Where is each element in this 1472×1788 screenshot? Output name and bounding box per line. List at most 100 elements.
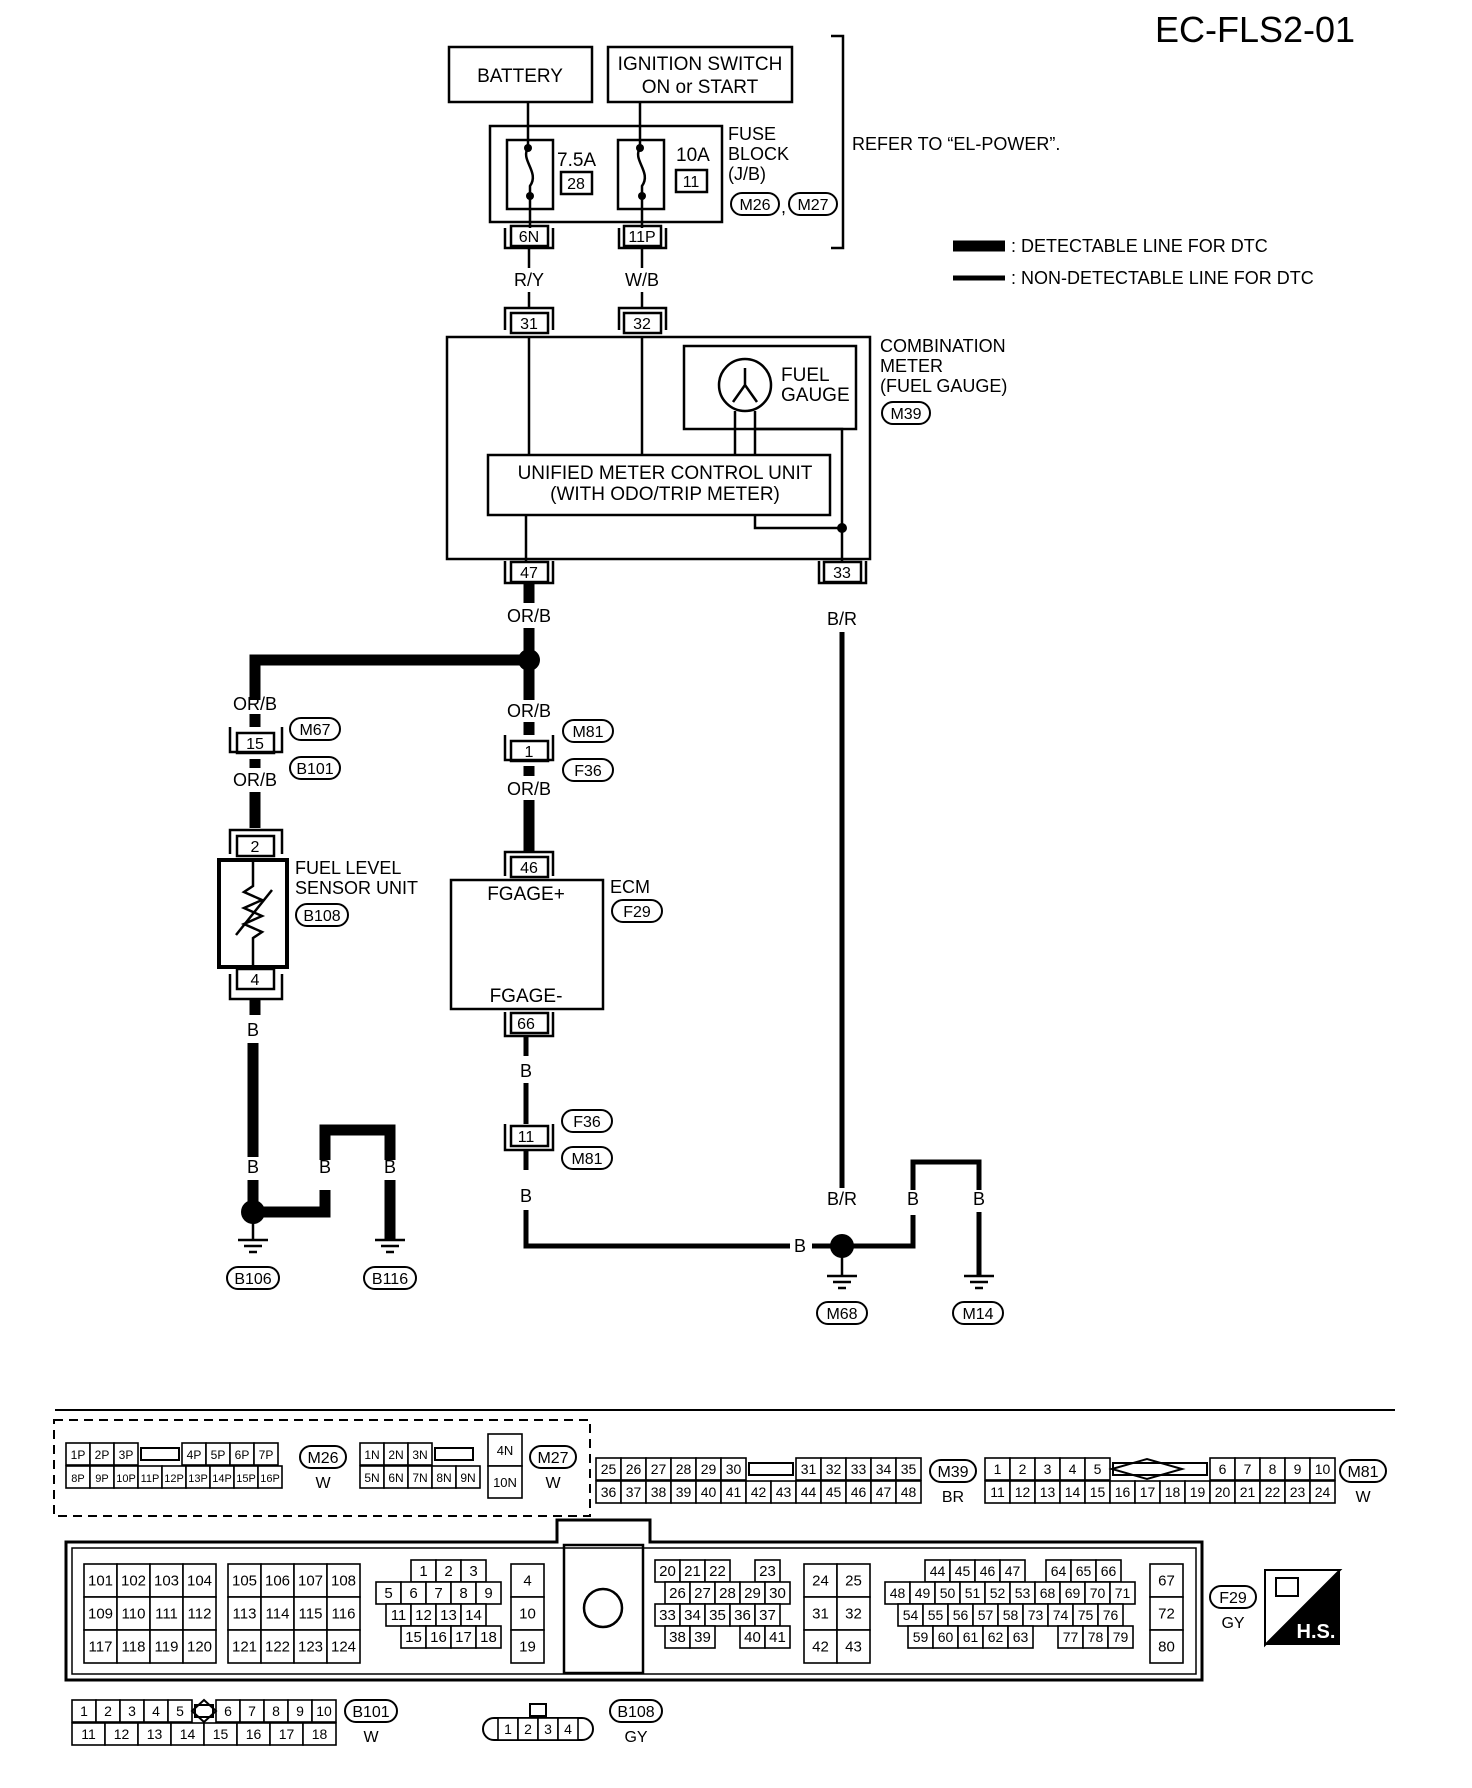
- fuse-block: [488, 124, 724, 224]
- connector-pin-label: 14P: [212, 1473, 232, 1485]
- connector-pin-label: 2N: [388, 1448, 403, 1462]
- pin-33: 33: [833, 565, 851, 582]
- connector-pin-label: 114: [266, 1606, 290, 1623]
- connector-pin-label: 14: [1065, 1484, 1081, 1500]
- connector-pin-label: 7P: [259, 1448, 274, 1462]
- refer-text: REFER TO “EL-POWER”.: [852, 134, 1060, 154]
- connector-pin-label: 39: [676, 1484, 692, 1500]
- connector-pin-label: 46: [980, 1563, 996, 1579]
- connector-pin-cell: [182, 1596, 217, 1631]
- legend-nondetectable-text: : NON-DETECTABLE LINE FOR DTC: [1011, 268, 1314, 288]
- wire-br-meter: B/R: [827, 609, 857, 629]
- connector-color: GY: [624, 1729, 647, 1746]
- connector-pin-label: 13: [147, 1726, 163, 1742]
- connector-pin-cell: [227, 1629, 262, 1664]
- connector-pin-label: 21: [1240, 1484, 1256, 1500]
- wire-b-m14-2: B: [973, 1189, 985, 1209]
- connector-pin-label: 45: [826, 1484, 842, 1500]
- wire-orb-f36: OR/B: [507, 779, 551, 799]
- connector-pin-label: 43: [776, 1484, 792, 1500]
- connector-pin-cell: [83, 1596, 118, 1631]
- connector-pin-label: 18: [312, 1726, 328, 1742]
- connector-pin-label: 8: [1269, 1461, 1277, 1477]
- connector-pin-label: 36: [601, 1484, 617, 1500]
- connector-pin-label: 63: [1013, 1629, 1029, 1645]
- connector-pin-cell: [455, 1465, 481, 1489]
- conn-b108-label: B108: [303, 908, 340, 925]
- connector-pin-label: 13: [440, 1607, 457, 1624]
- ignition-switch-box: [606, 45, 794, 104]
- pin-4: 4: [251, 972, 260, 989]
- connector-pin-label: 4P: [187, 1448, 202, 1462]
- connector-pin-label: 64: [1051, 1563, 1067, 1579]
- connector-key-slot: [140, 1447, 180, 1461]
- conn-m67-label: M67: [299, 722, 330, 739]
- connector-pin-label: 9: [1294, 1461, 1302, 1477]
- connector-pin-label: 16: [246, 1726, 262, 1742]
- connector-pin-label: 9N: [460, 1471, 475, 1485]
- connector-pin-cell: [227, 1596, 262, 1631]
- connector-pin-label: 14: [465, 1607, 482, 1624]
- connector-pin-label: 38: [651, 1484, 667, 1500]
- connector-pin-cell: [475, 1581, 502, 1605]
- connector-pin-cell: [182, 1629, 217, 1664]
- sensor-label-1: FUEL LEVEL: [295, 858, 401, 878]
- unit-label-2: (WITH ODO/TRIP METER): [550, 484, 780, 505]
- connector-pin-cell: [293, 1629, 328, 1664]
- connector-pin-cell: [1007, 1625, 1034, 1649]
- connector-pin-cell: [803, 1596, 838, 1631]
- conn-m26-label: M26: [739, 197, 770, 214]
- connector-pin-label: 4N: [497, 1443, 514, 1458]
- connector-pin-label: 9: [484, 1585, 492, 1602]
- connector-pin-label: 23: [759, 1563, 776, 1580]
- connector-pin-cell: [510, 1596, 545, 1631]
- connector-pin-cell: [116, 1629, 151, 1664]
- connector-pin-cell: [326, 1629, 361, 1664]
- connector-pin-label: 1: [994, 1461, 1002, 1477]
- connector-pin-label: 7: [434, 1585, 442, 1602]
- fuse-28-amp: 7.5A: [557, 150, 596, 171]
- connector-pin-label: 29: [744, 1585, 761, 1602]
- connector-pin-label: 11: [990, 1484, 1005, 1500]
- connector-pin-label: 75: [1078, 1607, 1094, 1623]
- connector-pin-cell: [293, 1596, 328, 1631]
- connector-pin-label: 55: [928, 1607, 944, 1623]
- connector-pin-label: 54: [903, 1607, 919, 1623]
- connector-pin-label: 51: [965, 1585, 981, 1601]
- connector-pin-label: 16P: [260, 1473, 280, 1485]
- battery-box: [447, 45, 594, 104]
- connector-pin-label: 119: [155, 1639, 179, 1656]
- connector-pin-label: 38: [669, 1629, 686, 1646]
- connector-pin-label: 13P: [188, 1473, 208, 1485]
- connector-pin-label: 7N: [412, 1471, 427, 1485]
- page-title: EC-FLS2-01: [1155, 9, 1355, 50]
- connector-pin-label: 11P: [141, 1473, 160, 1485]
- pin-2: 2: [251, 839, 260, 856]
- connector-pin-cell: [116, 1596, 151, 1631]
- connector-pin-label: 10P: [116, 1473, 136, 1485]
- connector-pin-cell: [487, 1433, 523, 1467]
- connector-pin-label: 47: [876, 1484, 892, 1500]
- connector-pin-cell: [149, 1596, 184, 1631]
- connector-pin-label: 6: [409, 1585, 417, 1602]
- wire-orb-m67-top: OR/B: [233, 694, 277, 714]
- connector-pin-label: 16: [430, 1629, 447, 1646]
- connector-pin-label: 33: [851, 1461, 867, 1477]
- connector-pin-label: 48: [901, 1484, 917, 1500]
- meter-label-1: COMBINATION: [880, 336, 1006, 356]
- connector-pin-label: 68: [1040, 1585, 1056, 1601]
- connector-pin-label: 49: [915, 1585, 931, 1601]
- conn-m81-label-top: M81: [572, 724, 603, 741]
- combination-meter-box: [445, 335, 872, 561]
- connector-pin-label: 15: [213, 1726, 229, 1742]
- svg-text:,: ,: [781, 197, 786, 217]
- connector-pin-label: 74: [1053, 1607, 1069, 1623]
- ground-m14-label: M14: [962, 1306, 993, 1323]
- connector-pin-label: 36: [734, 1607, 751, 1624]
- connector-pin-label: 10: [1315, 1461, 1331, 1477]
- fuse-11-element: [636, 147, 647, 196]
- connector-pin-label: 124: [331, 1639, 356, 1656]
- connector-pin-label: 73: [1028, 1607, 1044, 1623]
- connector-pin-label: 9: [296, 1703, 304, 1719]
- connector-pin-label: 22: [1265, 1484, 1281, 1500]
